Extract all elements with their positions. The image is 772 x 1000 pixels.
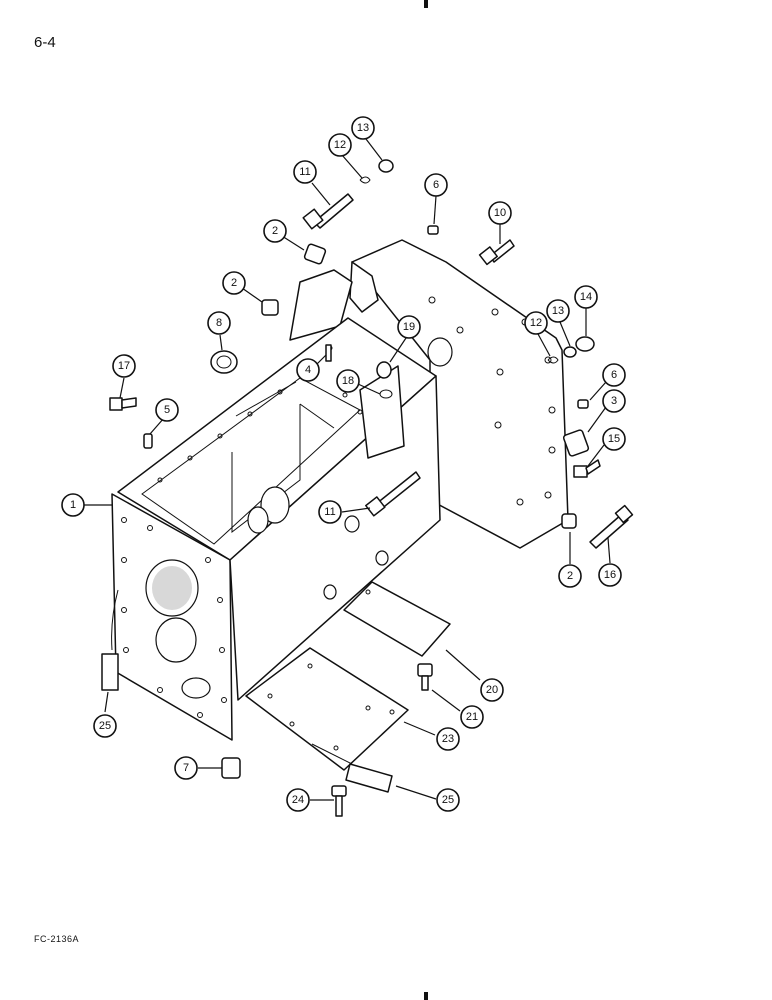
callout-14: 14 (574, 285, 598, 309)
callout-20: 20 (480, 678, 504, 702)
leader-lines (84, 138, 611, 801)
callout-25: 25 (93, 714, 117, 738)
callout-label: 7 (183, 762, 189, 774)
callout-15: 15 (602, 427, 626, 451)
callout-25: 25 (436, 788, 460, 812)
callout-label: 5 (164, 404, 170, 416)
callout-2: 2 (222, 271, 246, 295)
callout-label: 16 (604, 569, 616, 581)
callout-24: 24 (286, 788, 310, 812)
callout-label: 21 (466, 711, 478, 723)
callout-label: 12 (334, 139, 346, 151)
callout-2: 2 (558, 564, 582, 588)
callout-8: 8 (207, 311, 231, 335)
crop-mark-bottom (424, 992, 428, 1000)
callout-11: 11 (318, 500, 342, 524)
callout-19: 19 (397, 315, 421, 339)
callout-6: 6 (424, 173, 448, 197)
callout-11: 11 (293, 160, 317, 184)
figure-code: FC-2136A (34, 934, 80, 944)
page-number: 6-4 (34, 34, 56, 51)
callout-label: 23 (442, 733, 454, 745)
callout-5: 5 (155, 398, 179, 422)
callout-label: 13 (552, 305, 564, 317)
callout-21: 21 (460, 705, 484, 729)
callout-3: 3 (602, 389, 626, 413)
callout-label: 11 (324, 506, 335, 518)
callout-label: 10 (494, 207, 506, 219)
callout-label: 14 (580, 291, 592, 303)
callout-13: 13 (351, 116, 375, 140)
callout-6: 6 (602, 363, 626, 387)
transmission-housing (111, 239, 569, 741)
callout-label: 2 (231, 277, 237, 289)
callout-12: 12 (524, 311, 548, 335)
callout-label: 2 (567, 570, 573, 582)
callout-label: 13 (357, 122, 369, 134)
callout-label: 6 (433, 179, 439, 191)
callout-18: 18 (336, 369, 360, 393)
crop-mark-top (424, 0, 428, 8)
callout-23: 23 (436, 727, 460, 751)
callout-16: 16 (598, 563, 622, 587)
callout-label: 11 (299, 166, 310, 178)
callout-17: 17 (112, 354, 136, 378)
callout-10: 10 (488, 201, 512, 225)
callout-label: 1 (70, 499, 76, 511)
callout-label: 18 (342, 375, 354, 387)
callout-7: 7 (174, 756, 198, 780)
callout-label: 2 (272, 225, 278, 237)
callout-1: 1 (61, 493, 85, 517)
callout-4: 4 (296, 358, 320, 382)
callout-label: 12 (530, 317, 542, 329)
callout-label: 4 (305, 364, 311, 376)
callout-label: 17 (118, 360, 130, 372)
callout-label: 8 (216, 317, 222, 329)
callout-2: 2 (263, 219, 287, 243)
hardware-parts (101, 159, 634, 817)
callout-12: 12 (328, 133, 352, 157)
callout-label: 15 (608, 433, 620, 445)
callout-label: 20 (486, 684, 498, 696)
callout-label: 25 (99, 720, 111, 732)
callout-label: 3 (611, 395, 617, 407)
callout-label: 24 (292, 794, 304, 806)
callout-label: 19 (403, 321, 415, 333)
callout-13: 13 (546, 299, 570, 323)
callout-label: 25 (442, 794, 454, 806)
callout-label: 6 (611, 369, 617, 381)
